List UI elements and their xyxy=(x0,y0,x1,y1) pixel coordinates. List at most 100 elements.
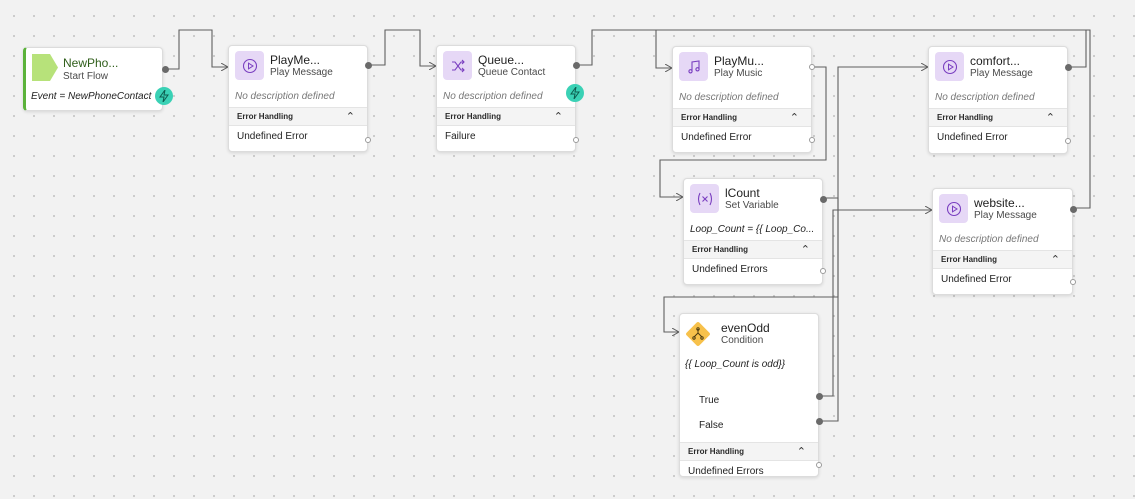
node-expression: Loop_Count = {{ Loop_Co... xyxy=(690,224,815,235)
error-handling-label: Error Handling xyxy=(681,113,738,122)
error-port[interactable] xyxy=(809,137,815,143)
node-subtitle: Condition xyxy=(721,335,764,346)
play-circle-icon xyxy=(935,52,964,81)
node-subtitle: Play Message xyxy=(970,68,1033,79)
error-port[interactable] xyxy=(365,137,371,143)
node-queue-contact[interactable]: Queue... Queue Contact No description de… xyxy=(436,45,584,152)
error-handling-toggle[interactable]: Error Handling ⌃ xyxy=(673,108,811,127)
chevron-up-icon[interactable]: ⌃ xyxy=(800,244,810,256)
node-description: No description defined xyxy=(935,92,1035,103)
node-title: PlayMe... xyxy=(270,53,321,67)
error-handling-toggle[interactable]: Error Handling ⌃ xyxy=(684,240,822,259)
output-port[interactable] xyxy=(162,66,169,73)
chevron-up-icon[interactable]: ⌃ xyxy=(789,112,799,124)
error-port[interactable] xyxy=(573,137,579,143)
node-subtitle: Queue Contact xyxy=(478,67,546,78)
wire-start-to-play1 xyxy=(163,29,228,69)
chevron-up-icon[interactable]: ⌃ xyxy=(1050,254,1060,266)
error-handling-label: Error Handling xyxy=(237,112,294,121)
error-row: Undefined Error xyxy=(673,127,811,149)
play-circle-icon xyxy=(939,194,968,223)
variable-icon xyxy=(690,184,719,213)
error-port[interactable] xyxy=(820,268,826,274)
error-row: Undefined Error xyxy=(929,127,1067,149)
node-play-message-1[interactable]: PlayMe... Play Message No description de… xyxy=(228,45,372,152)
error-handling-toggle[interactable]: Error Handling ⌃ xyxy=(680,442,818,461)
node-description: No description defined xyxy=(443,91,543,102)
error-row-label: Undefined Errors xyxy=(692,264,768,275)
error-row: Failure xyxy=(437,126,575,148)
error-row: Undefined Errors xyxy=(680,461,818,483)
false-port[interactable] xyxy=(816,418,823,425)
output-port[interactable] xyxy=(1070,206,1077,213)
chevron-up-icon[interactable]: ⌃ xyxy=(345,111,355,123)
error-row: Undefined Errors xyxy=(684,259,822,281)
error-handling-toggle[interactable]: Error Handling ⌃ xyxy=(437,107,575,126)
node-set-variable-lcount[interactable]: lCount Set Variable Loop_Count = {{ Loop… xyxy=(683,178,827,285)
music-note-icon xyxy=(679,52,708,81)
error-handling-toggle[interactable]: Error Handling ⌃ xyxy=(929,108,1067,127)
event-bolt-icon[interactable] xyxy=(155,87,173,105)
error-row-label: Failure xyxy=(445,131,476,142)
error-handling-label: Error Handling xyxy=(688,447,745,456)
wire-evenodd-true xyxy=(819,210,932,397)
error-port[interactable] xyxy=(816,462,822,468)
wire-queue-to-music xyxy=(576,29,672,68)
node-subtitle: Set Variable xyxy=(725,200,779,211)
error-handling-label: Error Handling xyxy=(937,113,994,122)
node-play-music[interactable]: PlayMu... Play Music No description defi… xyxy=(672,46,815,153)
chevron-up-icon[interactable]: ⌃ xyxy=(796,446,806,458)
error-row-label: Undefined Error xyxy=(237,131,308,142)
error-row-label: Undefined Error xyxy=(937,132,1008,143)
node-title: NewPho... xyxy=(63,56,119,70)
play-circle-icon xyxy=(235,51,264,80)
node-title: Queue... xyxy=(478,53,525,67)
chevron-up-icon[interactable]: ⌃ xyxy=(553,111,563,123)
start-flag-icon xyxy=(32,54,58,81)
error-row-label: Undefined Error xyxy=(681,132,752,143)
true-port[interactable] xyxy=(816,393,823,400)
node-description: No description defined xyxy=(235,91,335,102)
error-handling-label: Error Handling xyxy=(692,245,749,254)
error-port[interactable] xyxy=(1065,138,1071,144)
error-row: Undefined Error xyxy=(933,269,1072,291)
wire-comfort-out xyxy=(1068,30,1087,68)
error-handling-toggle[interactable]: Error Handling ⌃ xyxy=(229,107,367,126)
output-port[interactable] xyxy=(1065,64,1072,71)
node-title: PlayMu... xyxy=(714,54,765,68)
node-expression: {{ Loop_Count is odd}} xyxy=(685,359,786,370)
node-subtitle: Start Flow xyxy=(63,71,109,82)
node-subtitle: Play Message xyxy=(270,67,333,78)
node-subtitle: Play Music xyxy=(714,68,763,79)
node-description: No description defined xyxy=(939,234,1039,245)
node-comfort-message[interactable]: comfort... Play Message No description d… xyxy=(928,46,1072,154)
error-port[interactable] xyxy=(1070,279,1076,285)
error-row-label: Undefined Error xyxy=(941,274,1012,285)
node-start-flow[interactable]: NewPho... Start Flow Event = NewPhoneCon… xyxy=(23,47,173,111)
branch-false: False xyxy=(680,413,818,438)
event-bolt-icon[interactable] xyxy=(566,84,584,102)
node-title: evenOdd xyxy=(721,321,770,335)
error-handling-label: Error Handling xyxy=(941,255,998,264)
error-row-label: Undefined Errors xyxy=(688,466,764,477)
output-port[interactable] xyxy=(809,64,815,70)
error-handling-toggle[interactable]: Error Handling ⌃ xyxy=(933,250,1072,269)
node-title: comfort... xyxy=(970,54,1021,68)
shuffle-icon xyxy=(443,51,472,80)
output-port[interactable] xyxy=(820,196,827,203)
node-condition-evenodd[interactable]: evenOdd Condition {{ Loop_Count is odd}}… xyxy=(679,313,823,477)
branch-false-label: False xyxy=(699,420,724,431)
branch-true: True xyxy=(680,388,818,413)
error-handling-label: Error Handling xyxy=(445,112,502,121)
condition-icon xyxy=(686,322,710,346)
output-port[interactable] xyxy=(365,62,372,69)
node-website-message[interactable]: website... Play Message No description d… xyxy=(932,188,1077,295)
output-port[interactable] xyxy=(573,62,580,69)
node-title: website... xyxy=(974,196,1025,210)
error-row: Undefined Error xyxy=(229,126,367,148)
wire-play1-to-queue xyxy=(368,29,436,66)
node-expression: Event = NewPhoneContact xyxy=(31,91,152,102)
node-subtitle: Play Message xyxy=(974,210,1037,221)
chevron-up-icon[interactable]: ⌃ xyxy=(1045,112,1055,124)
